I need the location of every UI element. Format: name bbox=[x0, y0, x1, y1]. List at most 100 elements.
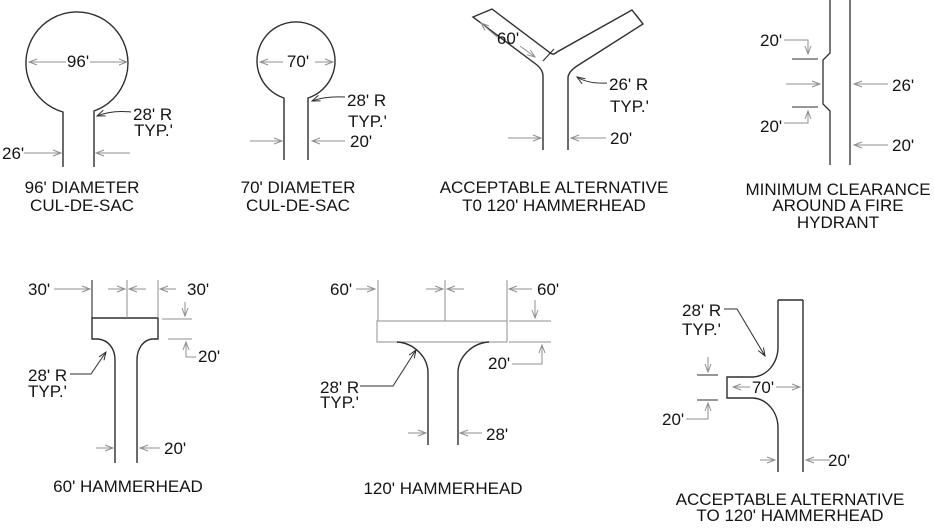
hammerhead-60-dimension-arrows bbox=[54, 289, 196, 448]
diagram-y-turnaround: 60' 26' R TYP.' 20' ACCEPTABLE ALTERNATI… bbox=[440, 8, 669, 215]
hydrant-labels: 20' 26' 20' 20' MINIMUM CLEARANCE AROUND… bbox=[745, 31, 930, 232]
dim-label-branch-width: 70' bbox=[752, 378, 774, 397]
t-turnaround-dimension-arrows bbox=[686, 357, 830, 460]
culdesac-96-pavement-edge bbox=[25, 11, 129, 167]
dim-label-road-width: 20' bbox=[164, 439, 186, 458]
t-turnaround-labels: 28' R TYP.' 70' 20' 20' ACCEPTABLE ALTER… bbox=[662, 301, 904, 525]
caption-line-2: CUL-DE-SAC bbox=[30, 196, 134, 215]
dim-label-road-width: 26' bbox=[892, 76, 914, 95]
y-turnaround-dimension-arrows bbox=[481, 23, 606, 138]
diagram-hammerhead-120: 60' 60' 20' 28' R TYP.' 28' 120' HAMMERH… bbox=[320, 280, 559, 498]
t-turnaround-outline bbox=[697, 299, 804, 472]
dim-label-radius-2: TYP.' bbox=[682, 320, 721, 339]
road-edge-left-with-branch bbox=[726, 300, 779, 472]
branch-length-arrow-up bbox=[481, 23, 498, 38]
diagram-hammerhead-60: 30' 30' 20' 28' R TYP.' 20' 60' HAMMERHE… bbox=[28, 280, 220, 496]
caption-line-1: MINIMUM CLEARANCE bbox=[745, 180, 930, 199]
culdesac-96-outline bbox=[25, 11, 129, 167]
hydrant-dimension-arrows bbox=[784, 39, 888, 145]
dim-label-radius-1: 26' R bbox=[609, 75, 648, 94]
branch-length-tick bbox=[542, 48, 555, 62]
hammerhead-60-leader bbox=[70, 352, 106, 375]
culdesac-96-labels: 96' 28' R TYP.' 26' 96' DIAMETER CUL-DE-… bbox=[2, 52, 173, 215]
t-turnaround-leader bbox=[724, 308, 765, 356]
head-depth-arrow-up bbox=[512, 345, 542, 365]
hammerhead-120-dimension-arrows bbox=[356, 289, 542, 433]
culdesac-70-leader bbox=[312, 97, 346, 101]
culdesac-70-labels: 70' 28' R TYP.' 20' 70' DIAMETER CUL-DE-… bbox=[241, 52, 387, 215]
dim-label-left-arm: 30' bbox=[28, 280, 50, 299]
hammerhead-60-outline bbox=[91, 280, 159, 463]
radius-leader bbox=[360, 350, 416, 387]
clearance-below-leader bbox=[784, 111, 808, 124]
caption-line-1: 96' DIAMETER bbox=[25, 178, 140, 197]
dim-label-radius-1: 28' R bbox=[320, 378, 359, 397]
dim-label-head-depth: 20' bbox=[488, 354, 510, 373]
dim-label-road-width: 20' bbox=[610, 129, 632, 148]
diagram-culdesac-70: 70' 28' R TYP.' 20' 70' DIAMETER CUL-DE-… bbox=[241, 21, 387, 215]
radius-leader bbox=[97, 112, 132, 117]
culdesac-96-dimension-arrows bbox=[24, 62, 130, 153]
caption-line-2: TO 120' HAMMERHEAD bbox=[696, 506, 883, 525]
hammerhead-120-labels: 60' 60' 20' 28' R TYP.' 28' 120' HAMMERH… bbox=[320, 280, 559, 498]
diagram-t-turnaround: 28' R TYP.' 70' 20' 20' ACCEPTABLE ALTER… bbox=[662, 299, 904, 525]
road-edge-left-with-hydrant-bump bbox=[822, 0, 831, 165]
caption-line-2: T0 120' HAMMERHEAD bbox=[462, 196, 646, 215]
dim-label-radius-1: 28' R bbox=[28, 366, 67, 385]
dim-label-left-arm: 60' bbox=[330, 280, 352, 299]
radius-leader bbox=[70, 352, 106, 375]
dim-label-road-width: 26' bbox=[2, 144, 24, 163]
y-turnaround-leader bbox=[577, 77, 608, 83]
dim-label-branch-length: 60' bbox=[497, 29, 519, 48]
hammerhead-120-head-rect bbox=[376, 320, 508, 343]
dim-label-clearance-above: 20' bbox=[760, 31, 782, 50]
hammerhead-60-pavement-edge bbox=[91, 317, 159, 463]
dim-label-branch-depth: 20' bbox=[662, 410, 684, 429]
hammerhead-60-extension-lines bbox=[126, 280, 192, 340]
caption-line-2: CUL-DE-SAC bbox=[246, 196, 350, 215]
dim-label-radius-2: TYP.' bbox=[134, 121, 173, 140]
radius-leader bbox=[577, 77, 608, 83]
caption-line-1: ACCEPTABLE ALTERNATIVE bbox=[440, 178, 669, 197]
stem-edge-right-fillet bbox=[457, 341, 490, 445]
dim-label-lane-width: 20' bbox=[892, 136, 914, 155]
y-turnaround-labels: 60' 26' R TYP.' 20' ACCEPTABLE ALTERNATI… bbox=[440, 29, 669, 215]
head-depth-arrow-up bbox=[186, 342, 196, 358]
dim-label-radius-2: TYP.' bbox=[320, 393, 359, 412]
radius-leader bbox=[724, 308, 765, 356]
caption-line-2: AROUND A FIRE bbox=[772, 196, 903, 215]
dim-label-road-width: 20' bbox=[828, 451, 850, 470]
dim-label-radius-1: 28' R bbox=[133, 105, 172, 124]
branch-length-arrow-down bbox=[519, 45, 535, 57]
hammerhead-120-leader bbox=[360, 350, 416, 387]
radius-leader bbox=[312, 97, 346, 101]
dim-label-diameter: 96' bbox=[67, 52, 89, 71]
caption-line-1: 70' DIAMETER bbox=[241, 178, 356, 197]
caption-line-1: ACCEPTABLE ALTERNATIVE bbox=[676, 490, 905, 509]
dim-label-radius-2: TYP.' bbox=[610, 97, 649, 116]
dim-label-radius-1: 28' R bbox=[682, 301, 721, 320]
culdesac-70-pavement-edge bbox=[256, 21, 336, 160]
hammerhead-60-labels: 30' 30' 20' 28' R TYP.' 20' 60' HAMMERHE… bbox=[28, 280, 220, 496]
dim-label-radius-2: TYP.' bbox=[28, 382, 67, 401]
dim-label-radius-1: 28' R bbox=[347, 91, 386, 110]
culdesac-70-dimension-arrows bbox=[250, 62, 345, 141]
dim-label-road-width: 28' bbox=[486, 425, 508, 444]
y-turnaround-outline bbox=[471, 8, 645, 150]
diagram-culdesac-96: 96' 28' R TYP.' 26' 96' DIAMETER CUL-DE-… bbox=[2, 11, 173, 215]
culdesac-96-leader bbox=[97, 112, 132, 117]
dim-label-radius-2: TYP.' bbox=[348, 112, 387, 131]
hydrant-outline bbox=[792, 0, 851, 165]
y-pavement-edge bbox=[471, 8, 645, 150]
diagram-fire-hydrant-clearance: 20' 26' 20' 20' MINIMUM CLEARANCE AROUND… bbox=[745, 0, 931, 232]
hammerhead-120-stem bbox=[396, 341, 490, 445]
caption-line-3: HYDRANT bbox=[797, 213, 879, 232]
dim-label-right-arm: 30' bbox=[187, 280, 209, 299]
stem-edge-left-fillet bbox=[396, 341, 429, 445]
culdesac-70-outline bbox=[256, 21, 336, 160]
hammerhead-120-head bbox=[376, 320, 508, 343]
dim-label-head-depth: 20' bbox=[198, 347, 220, 366]
branch-depth-arrow-up bbox=[686, 403, 708, 420]
